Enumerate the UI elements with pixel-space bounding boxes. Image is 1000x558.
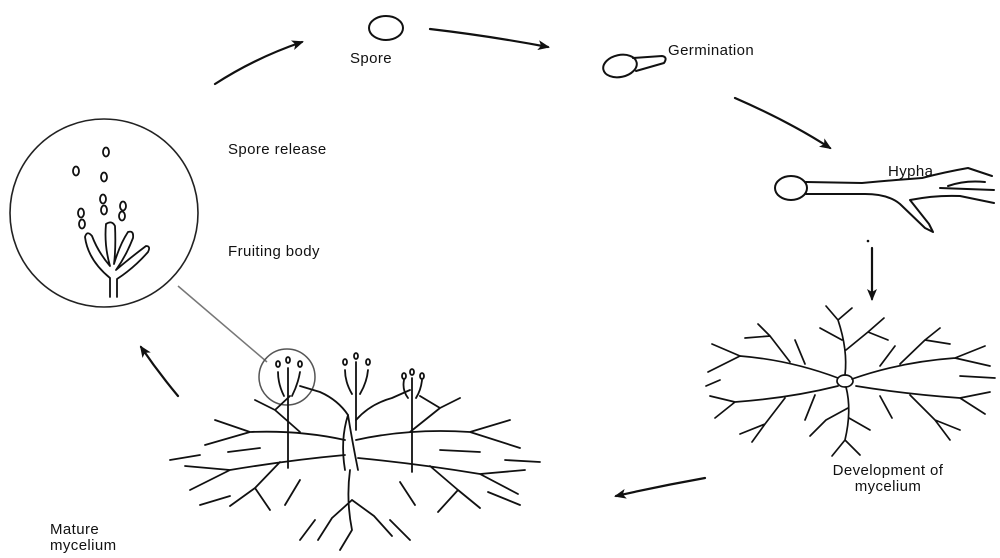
hypha-icon [775, 168, 994, 232]
arrow-mature-to-fruiting [141, 347, 178, 396]
development-of-mycelium-label: Development of mycelium [808, 463, 968, 495]
magnification-connector-line [178, 286, 267, 362]
arrow-spore-to-germination [430, 29, 548, 47]
mature-mycelium-label: Mature mycelium [50, 522, 120, 554]
fruiting-body-label: Fruiting body [228, 243, 320, 260]
spore-icon [369, 16, 403, 40]
germination-label: Germination [668, 42, 754, 59]
mature-mycelium [170, 353, 540, 550]
conidiophore-icon [73, 148, 149, 298]
young-mycelium [706, 306, 995, 456]
spore-release-label: Spore release [228, 141, 327, 158]
hypha-label: Hypha [888, 163, 933, 180]
spore-label: Spore [350, 50, 392, 67]
arrow-release-to-spore [215, 42, 302, 84]
fruiting-body-magnified-circle [10, 119, 198, 307]
arrow-development-to-mature [616, 478, 705, 496]
arrow-germination-to-hypha [735, 98, 830, 148]
germinating-spore-icon [601, 52, 666, 81]
